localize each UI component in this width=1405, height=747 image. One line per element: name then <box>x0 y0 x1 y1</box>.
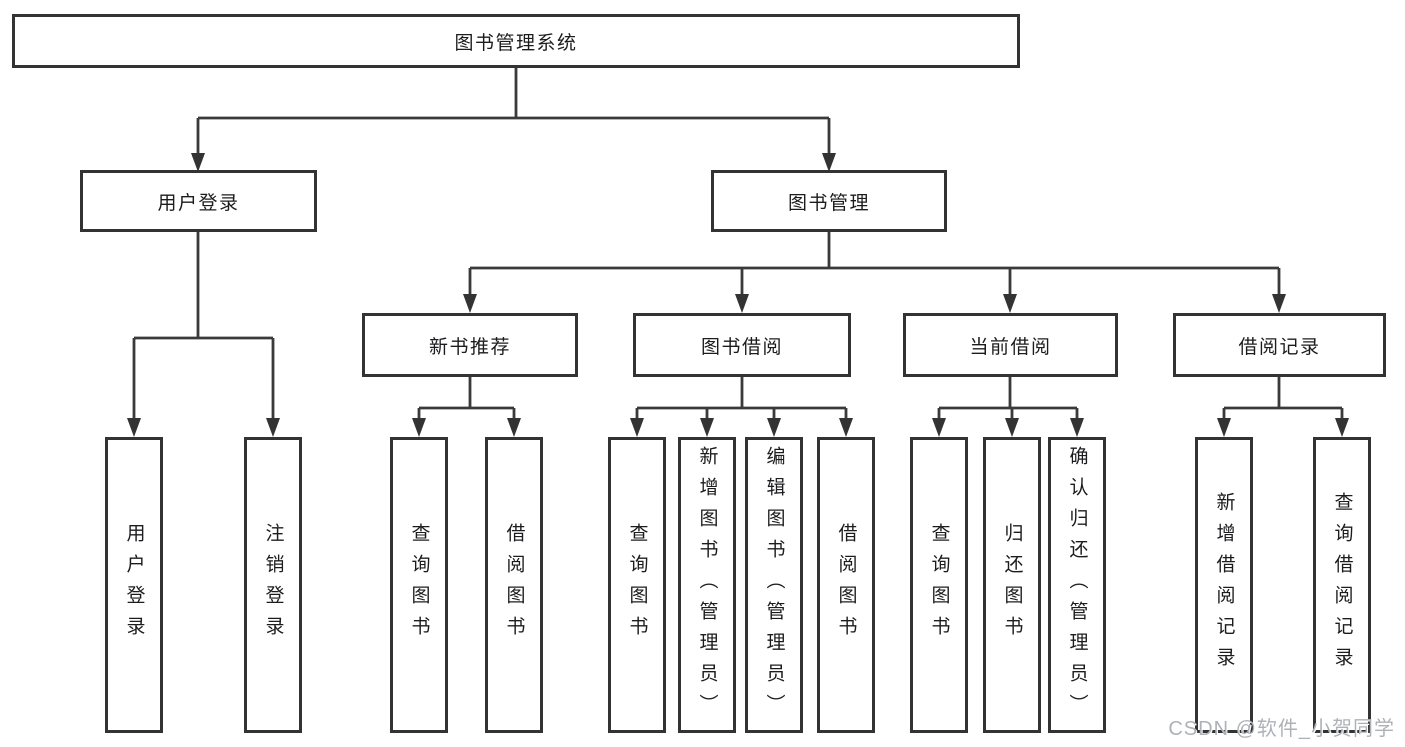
node-user-login: 用户登录 <box>80 170 317 232</box>
leaf-current-query-books: 查询图书 <box>910 437 968 733</box>
node-book-management-label: 图书管理 <box>787 192 870 214</box>
leaf-current-confirm-return-admin: 确认归还（管理员） <box>1048 437 1106 733</box>
node-book-borrow: 图书借阅 <box>633 313 851 377</box>
node-new-book-recommend-label: 新书推荐 <box>428 336 511 358</box>
leaf-borrow-borrow-books: 借阅图书 <box>817 437 875 733</box>
leaf-borrow-add-books-admin-label: 新增图书（管理员） <box>696 445 718 725</box>
leaf-current-confirm-return-admin-label: 确认归还（管理员） <box>1066 445 1088 725</box>
node-root-label: 图书管理系统 <box>454 32 578 54</box>
leaf-record-add-borrow-record: 新增借阅记录 <box>1195 437 1253 733</box>
node-book-borrow-label: 图书借阅 <box>700 336 783 358</box>
leaf-logout: 注销登录 <box>244 437 302 733</box>
node-current-borrow-label: 当前借阅 <box>969 336 1052 358</box>
leaf-current-return-books: 归还图书 <box>983 437 1041 733</box>
leaf-record-add-borrow-record-label: 新增借阅记录 <box>1213 492 1235 678</box>
node-book-management: 图书管理 <box>711 170 947 232</box>
leaf-borrow-edit-books-admin: 编辑图书（管理员） <box>745 437 803 733</box>
node-current-borrow: 当前借阅 <box>903 313 1118 377</box>
leaf-borrow-query-books-label: 查询图书 <box>626 523 648 647</box>
leaf-borrow-edit-books-admin-label: 编辑图书（管理员） <box>763 445 785 725</box>
leaf-borrow-add-books-admin: 新增图书（管理员） <box>678 437 736 733</box>
leaf-borrow-query-books: 查询图书 <box>608 437 666 733</box>
arrowheads <box>127 153 1349 437</box>
node-user-login-label: 用户登录 <box>157 192 240 214</box>
leaf-newbook-query-books: 查询图书 <box>390 437 448 733</box>
node-borrow-record: 借阅记录 <box>1173 313 1386 377</box>
leaf-newbook-borrow-books-label: 借阅图书 <box>503 523 525 647</box>
leaf-borrow-borrow-books-label: 借阅图书 <box>835 523 857 647</box>
csdn-watermark: CSDN @软件_小贺同学 <box>1168 718 1395 740</box>
leaf-user-login: 用户登录 <box>105 437 163 733</box>
leaf-record-query-borrow-record-label: 查询借阅记录 <box>1331 492 1353 678</box>
leaf-logout-label: 注销登录 <box>262 523 284 647</box>
leaf-record-query-borrow-record: 查询借阅记录 <box>1313 437 1371 733</box>
leaf-user-login-label: 用户登录 <box>123 523 145 647</box>
leaf-current-query-books-label: 查询图书 <box>928 523 950 647</box>
leaf-newbook-borrow-books: 借阅图书 <box>485 437 543 733</box>
leaf-newbook-query-books-label: 查询图书 <box>408 523 430 647</box>
node-borrow-record-label: 借阅记录 <box>1238 336 1321 358</box>
leaf-current-return-books-label: 归还图书 <box>1001 523 1023 647</box>
node-root: 图书管理系统 <box>12 14 1020 68</box>
node-new-book-recommend: 新书推荐 <box>362 313 578 377</box>
